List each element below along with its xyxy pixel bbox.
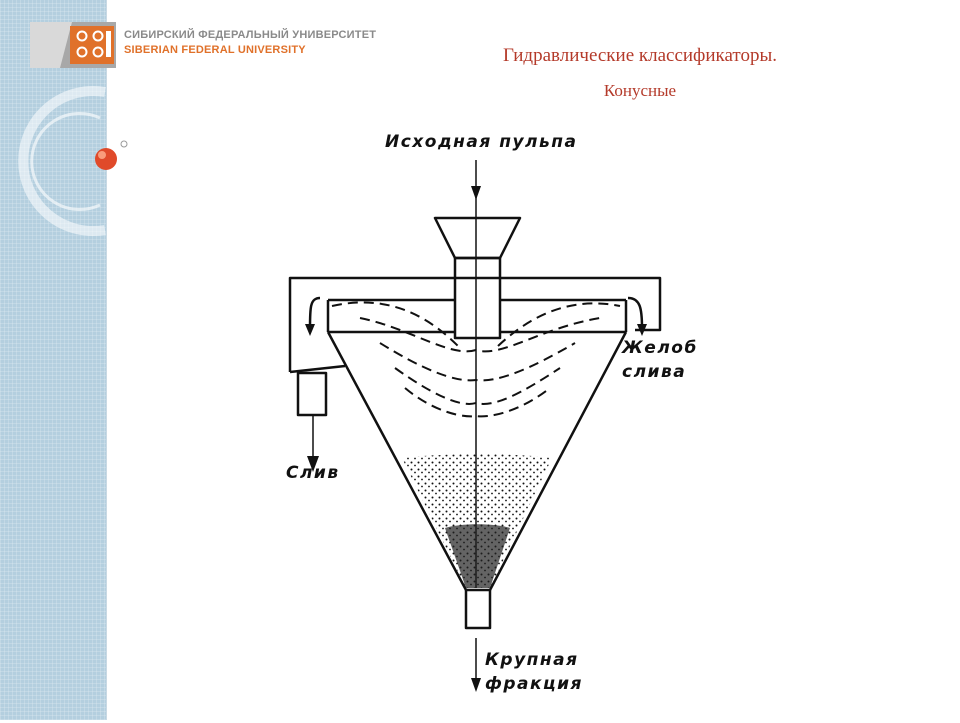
university-logo xyxy=(30,22,116,68)
trough-label-line2: слива xyxy=(622,362,687,382)
feed-label: Исходная пульпа xyxy=(385,132,578,152)
feed-pipe xyxy=(453,256,502,340)
coarse-label-line1: Крупная xyxy=(485,650,579,670)
university-name-en: SIBERIAN FEDERAL UNIVERSITY xyxy=(124,44,306,56)
coarse-label-line2: фракция xyxy=(485,674,583,694)
classifier-drawing xyxy=(288,160,662,692)
decorative-rings xyxy=(18,86,128,236)
slide-title: Гидравлические классификаторы. xyxy=(503,45,777,66)
slide-subtitle: Конусные xyxy=(603,81,677,100)
cone-body xyxy=(326,331,628,591)
overflow-arrow xyxy=(307,456,319,472)
overflow-label: Слив xyxy=(286,463,340,483)
underflow-pipe xyxy=(464,588,492,630)
trough-label-line1: Желоб xyxy=(622,338,698,358)
cone-classifier-diagram: Исходная пульпа Желоб слива Слив Крупная… xyxy=(270,118,710,718)
overflow-trough xyxy=(288,276,662,372)
university-name: СИБИРСКИЙ ФЕДЕРАЛЬНЫЙ УНИВЕРСИТЕТ SIBERI… xyxy=(124,28,376,58)
coarse-sediment xyxy=(402,454,552,588)
overflow-pipe xyxy=(296,371,328,417)
feed-arrow xyxy=(471,186,481,200)
feed-hopper xyxy=(433,216,522,260)
orange-ball-icon xyxy=(95,148,117,170)
university-name-ru: СИБИРСКИЙ ФЕДЕРАЛЬНЫЙ УНИВЕРСИТЕТ xyxy=(124,29,377,41)
coarse-arrow xyxy=(471,678,481,692)
